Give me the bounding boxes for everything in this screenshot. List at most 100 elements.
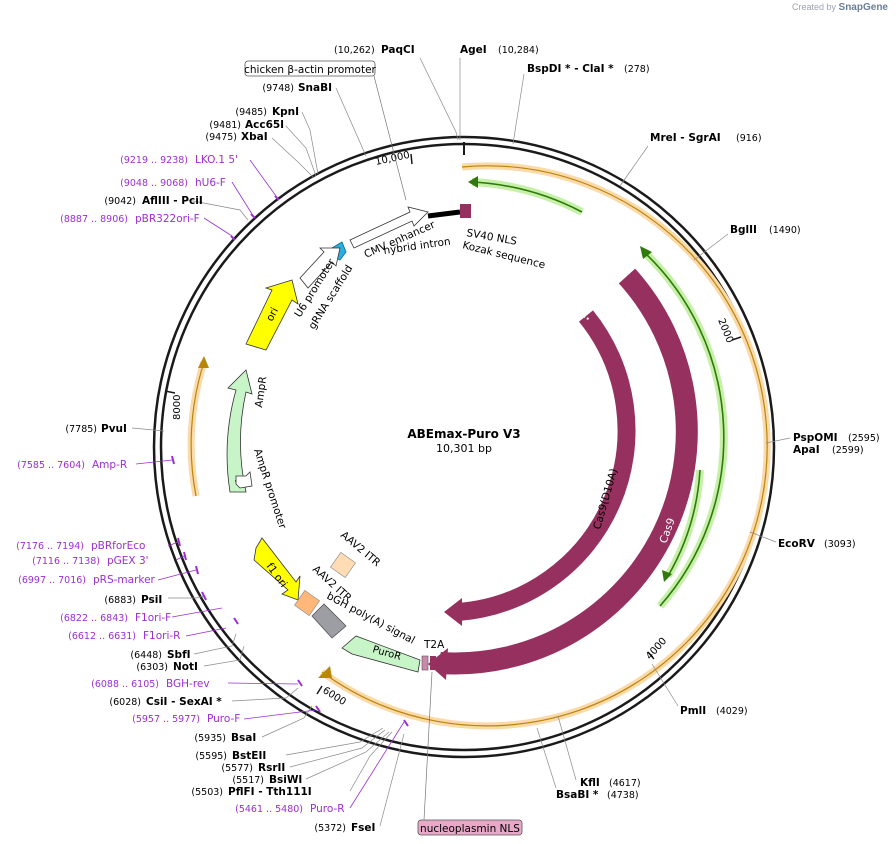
site-label-pvui[interactable]: (7785) PvuI bbox=[65, 423, 127, 435]
site-label-mrei-sgrai[interactable]: MreI - SgrAI (916) bbox=[650, 132, 762, 144]
cas9-arc[interactable] bbox=[439, 268, 698, 675]
site-label-bspdi-clai[interactable]: BspDI * - ClaI * (278) bbox=[527, 63, 650, 75]
site-label-acc65i[interactable]: (9481) Acc65I bbox=[209, 119, 284, 131]
primer-coord-bghrev: (6088 .. 6105) bbox=[91, 679, 159, 690]
primer-label-lko1[interactable]: (9219 .. 9238) LKO.1 5' bbox=[120, 154, 238, 166]
site-name-bspdi-clai: BspDI * - ClaI * bbox=[527, 63, 614, 75]
site-coord-bsteii: (5595) bbox=[195, 751, 227, 762]
site-label-afliii-pcii[interactable]: (9042) AflIII - PciI bbox=[104, 195, 202, 207]
primer-name-f1orir: F1ori-R bbox=[143, 630, 180, 642]
site-coord-afliii-pcii: (9042) bbox=[104, 196, 136, 207]
primer-label-purof[interactable]: (5957 .. 5977) Puro-F bbox=[132, 713, 240, 725]
primer-label-pbrforeco[interactable]: (7176 .. 7194) pBRforEco bbox=[16, 540, 145, 552]
site-leaders bbox=[131, 57, 791, 827]
site-label-kfli[interactable]: KflI (4617) bbox=[580, 777, 641, 789]
aav2-itr-upper[interactable] bbox=[330, 552, 356, 578]
site-label-noti[interactable]: (6303) NotI bbox=[136, 661, 198, 673]
kozak-block[interactable] bbox=[466, 204, 471, 218]
primer-label-puror[interactable]: (5461 .. 5480) Puro-R bbox=[235, 803, 344, 815]
t2a-block[interactable] bbox=[421, 655, 429, 671]
site-label-bsabi[interactable]: BsaBI * (4738) bbox=[556, 789, 639, 801]
green-arc-3-core bbox=[667, 469, 701, 577]
site-label-paqci[interactable]: (10,262) PaqCI bbox=[334, 44, 415, 56]
site-name-kfli: KflI bbox=[580, 777, 600, 789]
site-name-agei: AgeI bbox=[460, 44, 487, 56]
primer-label-f1orir[interactable]: (6612 .. 6631) F1ori-R bbox=[68, 630, 180, 642]
site-name-pmli: PmlI bbox=[680, 705, 706, 717]
site-label-bsai[interactable]: (5935) BsaI bbox=[194, 732, 256, 744]
site-name-ecorv: EcoRV bbox=[778, 538, 816, 550]
site-label-rsrii[interactable]: (5577) RsrII bbox=[221, 762, 285, 774]
site-label-ecorv[interactable]: EcoRV (3093) bbox=[778, 538, 856, 550]
site-coord-apai: (2599) bbox=[832, 445, 864, 456]
puror-arrow[interactable] bbox=[341, 635, 421, 673]
ampr-label: AmpR bbox=[253, 376, 269, 409]
site-label-snabi[interactable]: (9748) SnaBI bbox=[262, 82, 332, 94]
plasmid-size: 10,301 bp bbox=[436, 442, 492, 455]
primer-coord-pbr322orif: (8887 .. 8906) bbox=[60, 214, 128, 225]
site-coord-paqci: (10,262) bbox=[334, 45, 375, 56]
primer-name-prsmarker: pRS-marker bbox=[93, 574, 156, 586]
site-name-csii-sexai: CsiI - SexAI * bbox=[146, 696, 222, 708]
site-coord-snabi: (9748) bbox=[262, 83, 294, 94]
site-label-apai[interactable]: ApaI (2599) bbox=[793, 444, 864, 456]
chicken-actin-label[interactable]: chicken β-actin promoter bbox=[244, 60, 377, 77]
site-coord-pmli: (4029) bbox=[716, 706, 748, 717]
site-label-agei[interactable]: AgeI (10,284) bbox=[460, 44, 539, 56]
site-name-sbfi: SbfI bbox=[167, 649, 191, 661]
site-name-pflfi-tth111i: PflFI - Tth111I bbox=[228, 786, 312, 798]
nucleoplasmin-block[interactable] bbox=[430, 656, 436, 670]
site-label-sbfi[interactable]: (6448) SbfI bbox=[130, 649, 190, 661]
sv40-nls-block[interactable] bbox=[460, 204, 466, 218]
site-label-pmli[interactable]: PmlI (4029) bbox=[680, 705, 748, 717]
primer-label-hu6f[interactable]: (9048 .. 9068) hU6-F bbox=[120, 177, 226, 189]
green-arc-1-head bbox=[468, 176, 478, 188]
site-label-bsteii[interactable]: (5595) BstEII bbox=[195, 750, 266, 762]
orf-arc-main-head bbox=[318, 666, 332, 678]
orf-arc-main-core bbox=[321, 165, 768, 727]
site-coord-pflfi-tth111i: (5503) bbox=[191, 787, 223, 798]
site-label-fsei[interactable]: (5372) FseI bbox=[314, 822, 375, 834]
site-label-bglii[interactable]: BglII (1490) bbox=[730, 224, 801, 236]
site-label-bsiwi[interactable]: (5517) BsiWI bbox=[232, 774, 302, 786]
primer-label-prsmarker[interactable]: (6997 .. 7016) pRS-marker bbox=[18, 574, 155, 586]
credit-prefix: Created by bbox=[791, 2, 837, 12]
bgh-polya-block[interactable] bbox=[311, 603, 347, 639]
primer-label-f1orif[interactable]: (6822 .. 6843) F1ori-F bbox=[60, 612, 171, 624]
primer-name-f1orif: F1ori-F bbox=[135, 612, 171, 624]
orf-arc-left-head bbox=[198, 356, 209, 368]
cas9-arc-head bbox=[428, 648, 448, 680]
site-name-rsrii: RsrII bbox=[258, 762, 285, 774]
primer-coord-puror: (5461 .. 5480) bbox=[235, 804, 303, 815]
cas9-d10a-arc[interactable] bbox=[457, 310, 636, 621]
green-arc-1 bbox=[471, 178, 584, 216]
primer-label-bghrev[interactable]: (6088 .. 6105) BGH-rev bbox=[91, 678, 209, 690]
site-name-apai: ApaI bbox=[793, 444, 820, 456]
u6-promoter-arrow[interactable] bbox=[299, 247, 341, 289]
primer-name-hu6f: hU6-F bbox=[195, 177, 226, 189]
site-coord-bsai: (5935) bbox=[194, 733, 226, 744]
cmv-enhancer-arrow[interactable] bbox=[349, 206, 429, 249]
primer-label-pgex3[interactable]: (7116 .. 7138) pGEX 3' bbox=[32, 555, 148, 567]
site-label-pspomi[interactable]: PspOMI (2595) bbox=[793, 432, 880, 444]
site-label-psii[interactable]: (6883) PsiI bbox=[104, 594, 162, 606]
site-name-pvui: PvuI bbox=[101, 423, 127, 435]
aav2-itr-lower[interactable] bbox=[294, 590, 320, 616]
nucleoplasmin-label[interactable]: nucleoplasmin NLS bbox=[417, 819, 523, 836]
site-label-xbai[interactable]: (9475) XbaI bbox=[205, 131, 267, 143]
primer-label-pbr322orif[interactable]: (8887 .. 8906) pBR322ori-F bbox=[60, 213, 200, 225]
site-label-csii-sexai[interactable]: (6028) CsiI - SexAI * bbox=[109, 696, 222, 708]
primer-label-ampr[interactable]: (7585 .. 7604) Amp-R bbox=[17, 459, 127, 471]
site-label-kpni[interactable]: (9485) KpnI bbox=[235, 106, 299, 118]
ori-arrow[interactable] bbox=[245, 279, 299, 351]
site-name-mrei-sgrai: MreI - SgrAI bbox=[650, 132, 721, 144]
primer-name-pbrforeco: pBRforEco bbox=[91, 540, 145, 552]
tick-4000 bbox=[647, 651, 655, 660]
ampr-promoter-arrow[interactable] bbox=[235, 471, 253, 489]
ampr-arrow[interactable] bbox=[226, 369, 253, 493]
site-coord-csii-sexai: (6028) bbox=[109, 697, 141, 708]
site-label-pflfi-tth111i[interactable]: (5503) PflFI - Tth111I bbox=[191, 786, 311, 798]
site-coord-xbai: (9475) bbox=[205, 132, 237, 143]
primer-name-lko1: LKO.1 5' bbox=[195, 154, 238, 166]
